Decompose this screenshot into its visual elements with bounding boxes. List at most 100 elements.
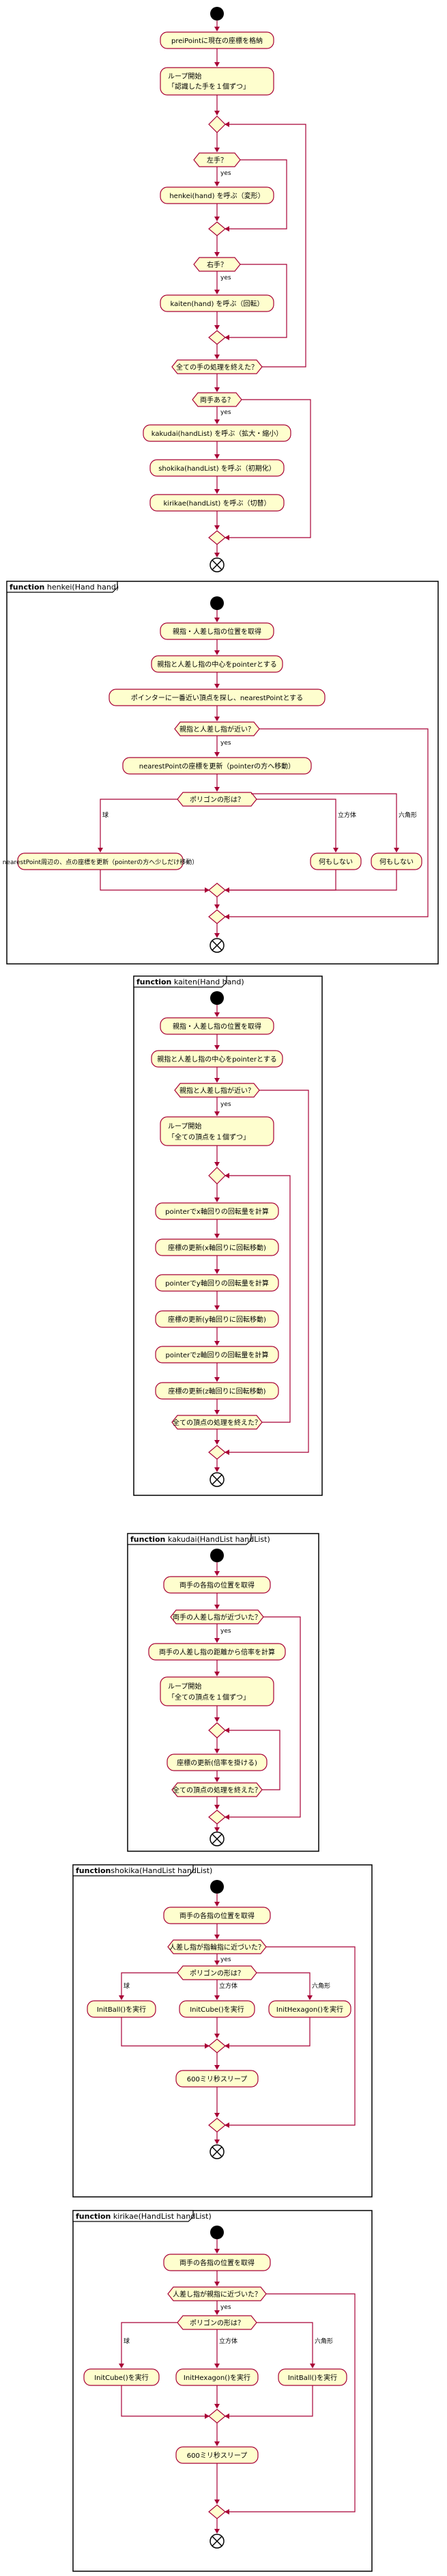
henkei-action-update-nearest: nearestPointの座標を更新（pointerの方へ移動） [122, 757, 312, 775]
henkei-decision-shape-label: ポリゴンの形は？ [190, 795, 244, 804]
svg-text:ループ開始: ループ開始 [168, 1682, 201, 1691]
svg-text:親指・人差し指の位置を取得: 親指・人差し指の位置を取得 [173, 1022, 261, 1031]
svg-text:ポインターに一番近い頂点を探し、nearestPointとす: ポインターに一番近い頂点を探し、nearestPointとする [131, 693, 303, 702]
svg-text:「全ての頂点を１個ずつ」: 「全ての頂点を１個ずつ」 [168, 1693, 250, 1702]
svg-text:両手の各指の位置を取得: 両手の各指の位置を取得 [179, 1581, 255, 1590]
shokika-action-get-fingers: 両手の各指の位置を取得 [163, 1907, 271, 1924]
main-left-yes-label: yes [220, 170, 231, 177]
henkei-yes-label: yes [220, 740, 231, 747]
kirikae-action-init-hexagon: InitHexagon()を実行 [175, 2368, 259, 2386]
shokika-action-init-hexagon: InitHexagon()を実行 [268, 2000, 351, 2018]
main-decision-both-hands-label: 両手ある？ [200, 396, 234, 404]
svg-text:henkei(hand) を呼ぶ（変形）: henkei(hand) を呼ぶ（変形） [169, 191, 264, 200]
svg-text:pointerでy軸回りの回転量を計算: pointerでy軸回りの回転量を計算 [165, 1279, 269, 1288]
svg-text:InitBall()を実行: InitBall()を実行 [288, 2373, 337, 2382]
svg-text:InitCube()を実行: InitCube()を実行 [190, 2005, 244, 2014]
kaiten-action-rotate-z: 座標の更新(z軸回りに回転移動) [155, 1382, 279, 1400]
main-decision-right-hand-label: 右手？ [207, 260, 227, 269]
frame-henkei: function henkei(Hand hand) 親指・人差し指の位置を取得… [3, 581, 439, 965]
end-node [210, 557, 225, 572]
svg-text:shokika(handList) を呼ぶ（初期化）: shokika(handList) を呼ぶ（初期化） [158, 464, 276, 473]
main-flow: preiPointに現在の座標を格納 ループ開始 「認識した手を１個ずつ」 左手… [143, 7, 311, 572]
shokika-branch-ball: 球 [124, 1982, 130, 1990]
kirikae-action-init-cube: InitCube()を実行 [83, 2368, 160, 2386]
start-node [210, 7, 224, 20]
kakudai-decision-close-label: 両手の人差し指が近づいた？ [173, 1613, 261, 1622]
shokika-merge-close [208, 2118, 226, 2133]
main-merge-left [208, 221, 226, 236]
henkei-merge-shape [208, 883, 226, 898]
main-decision-all-hands-label: 全ての手の処理を終えた？ [176, 363, 258, 372]
kirikae-branch-cube: 立方体 [219, 2337, 237, 2345]
main-both-yes-label: yes [220, 409, 231, 416]
henkei-decision-close-label: 親指と人差し指が近い？ [179, 725, 255, 734]
main-decision-all-hands [171, 359, 263, 374]
kaiten-decision-close-label: 親指と人差し指が近い？ [179, 1086, 255, 1095]
kaiten-decision-all [171, 1415, 263, 1430]
kakudai-merge-close [208, 1810, 226, 1825]
frame-shokika: functionshokika(HandList handList) 両手の各指… [72, 1864, 373, 2198]
svg-text:kirikae(handList) を呼ぶ（切替）: kirikae(handList) を呼ぶ（切替） [164, 499, 271, 508]
svg-text:600ミリ秒スリープ: 600ミリ秒スリープ [187, 2451, 248, 2460]
kirikae-action-sleep: 600ミリ秒スリープ [175, 2446, 259, 2464]
svg-text:InitHexagon()を実行: InitHexagon()を実行 [184, 2373, 250, 2382]
henkei-action-update-around: nearestPoint周辺の、点の座標を更新（pointerの方へ少しだけ移動… [3, 853, 198, 870]
main-action-henkei: henkei(hand) を呼ぶ（変形） [160, 186, 274, 204]
svg-text:kaiten(hand) を呼ぶ（回転）: kaiten(hand) を呼ぶ（回転） [170, 300, 263, 308]
kakudai-action-scale: 座標の更新(倍率を掛ける) [167, 1754, 268, 1771]
svg-text:preiPointに現在の座標を格納: preiPointに現在の座標を格納 [171, 36, 263, 45]
kirikae-decision-close [167, 2286, 267, 2301]
kaiten-action-calc-x: pointerでx軸回りの回転量を計算 [155, 1202, 279, 1220]
svg-text:親指と人差し指の中心をpointerとする: 親指と人差し指の中心をpointerとする [157, 1055, 276, 1064]
svg-text:pointerでz軸回りの回転量を計算: pointerでz軸回りの回転量を計算 [165, 1351, 268, 1359]
shokika-action-sleep: 600ミリ秒スリープ [175, 2070, 259, 2088]
kirikae-branch-hexagon: 六角形 [315, 2337, 333, 2345]
main-action-kaiten: kaiten(hand) を呼ぶ（回転） [160, 294, 274, 312]
frame-shokika-title: functionshokika(HandList handList) [76, 1866, 212, 1875]
henkei-action-nothing-cube: 何もしない [310, 853, 362, 870]
kaiten-loop-start: ループ開始 「全ての頂点を１個ずつ」 [160, 1116, 274, 1146]
svg-text:座標の更新(z軸回りに回転移動): 座標の更新(z軸回りに回転移動) [168, 1387, 265, 1396]
svg-text:両手の人差し指の距離から倍率を計算: 両手の人差し指の距離から倍率を計算 [159, 1648, 275, 1657]
henkei-branch-cube: 立方体 [338, 811, 356, 819]
frame-kirikae-title: function kirikae(HandList handList) [76, 2212, 212, 2221]
main-loop-merge [208, 115, 226, 133]
svg-text:親指・人差し指の位置を取得: 親指・人差し指の位置を取得 [173, 627, 261, 636]
frame-henkei-title: function henkei(Hand hand) [10, 583, 119, 592]
svg-text:kakudai(handList) を呼ぶ（拡大・縮小）: kakudai(handList) を呼ぶ（拡大・縮小） [152, 429, 283, 438]
svg-text:InitCube()を実行: InitCube()を実行 [94, 2373, 149, 2382]
shokika-decision-close-label: 人差し指が指輪指に近づいた？ [169, 1943, 265, 1952]
kirikae-decision-close-label: 人差し指が親指に近づいた？ [173, 2290, 261, 2299]
kirikae-yes-label: yes [220, 2304, 231, 2311]
svg-text:何もしない: 何もしない [379, 857, 414, 866]
kaiten-action-get-fingers: 親指・人差し指の位置を取得 [160, 1017, 274, 1035]
main-decision-left-hand [193, 152, 241, 167]
main-action-prepoint: preiPointに現在の座標を格納 [160, 31, 274, 49]
kaiten-merge-close [208, 1445, 226, 1460]
kakudai-decision-all [171, 1782, 263, 1797]
kaiten-action-calc-y: pointerでy軸回りの回転量を計算 [155, 1274, 279, 1292]
main-merge-both [208, 530, 226, 545]
kaiten-loop-merge [208, 1167, 226, 1185]
shokika-action-init-cube: InitCube()を実行 [179, 2000, 255, 2018]
kirikae-action-get-fingers: 両手の各指の位置を取得 [163, 2254, 271, 2271]
kakudai-loop-merge [208, 1722, 226, 1739]
main-merge-right [208, 330, 226, 345]
kakudai-yes-label: yes [220, 1628, 231, 1635]
henkei-decision-close [174, 721, 260, 736]
kirikae-action-init-ball: InitBall()を実行 [278, 2368, 347, 2386]
frame-kirikae: function kirikae(HandList handList) 両手の各… [72, 2210, 373, 2572]
henkei-action-pointer: 親指と人差し指の中心をpointerとする [151, 655, 283, 673]
main-decision-right-hand [193, 257, 241, 272]
henkei-branch-ball: 球 [102, 811, 109, 819]
svg-text:両手の各指の位置を取得: 両手の各指の位置を取得 [179, 2258, 255, 2267]
svg-text:pointerでx軸回りの回転量を計算: pointerでx軸回りの回転量を計算 [165, 1207, 269, 1216]
kakudai-action-get-fingers: 両手の各指の位置を取得 [163, 1576, 271, 1594]
henkei-action-nearest: ポインターに一番近い頂点を探し、nearestPointとする [109, 689, 326, 706]
svg-text:600ミリ秒スリープ: 600ミリ秒スリープ [187, 2075, 248, 2083]
shokika-branch-hexagon: 六角形 [312, 1982, 330, 1990]
frame-kakudai: function kakudai(HandList handList) 両手の各… [127, 1533, 319, 1852]
svg-text:InitHexagon()を実行: InitHexagon()を実行 [276, 2005, 343, 2014]
frame-kaiten-title: function kaiten(Hand hand) [136, 978, 244, 986]
